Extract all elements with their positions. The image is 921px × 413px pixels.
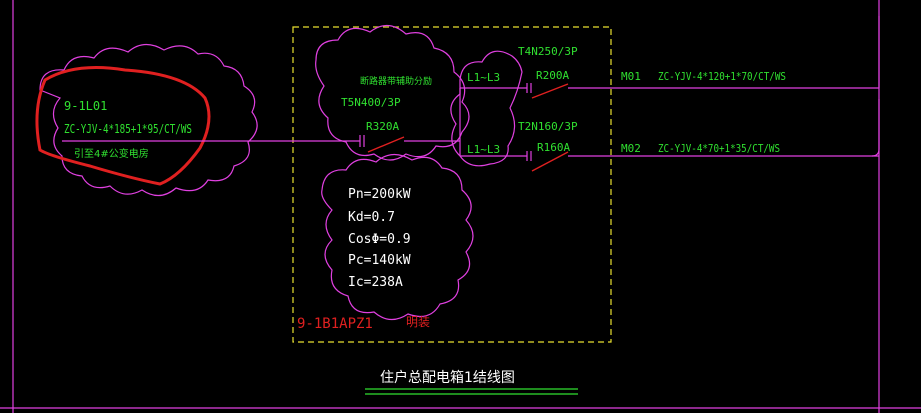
branch-1-rating: R200A — [536, 69, 569, 82]
incoming-cable: ZC-YJV-4*185+1*95/CT/WS — [64, 122, 192, 136]
param-kd: Kd=0.7 — [348, 210, 395, 225]
param-cosphi: CosΦ=0.9 — [348, 232, 411, 247]
phase-label-top: L1~L3 — [467, 71, 500, 84]
branch-1-circuit: M01 — [621, 70, 641, 83]
revision-cloud-incoming — [39, 43, 258, 197]
revision-cloud-params — [321, 153, 474, 321]
branch-2-rating: R160A — [537, 141, 570, 154]
incoming-source: 引至4#公变电房 — [74, 147, 149, 160]
red-markup-circle — [35, 66, 211, 186]
revision-cloud-breaker — [315, 24, 470, 161]
phase-label-bottom: L1~L3 — [467, 143, 500, 156]
revision-cloud-outgoing — [450, 50, 523, 167]
distribution-box-outline — [292, 26, 612, 343]
main-breaker-label: 断路器带辅助分励 — [360, 75, 432, 87]
branch-2-model: T2N160/3P — [518, 120, 578, 133]
branch-2-blade — [531, 151, 569, 172]
param-pc: Pc=140kW — [348, 253, 411, 268]
branch-2-circuit: M02 — [621, 142, 641, 155]
main-breaker-rating: R320A — [366, 120, 399, 133]
main-breaker-model: T5N400/3P — [341, 96, 401, 109]
branch-1-blade — [531, 83, 569, 99]
branch-1-cable: ZC-YJV-4*120+1*70/CT/WS — [658, 70, 786, 83]
param-ic: Ic=238A — [348, 275, 403, 290]
box-mount: 明装 — [406, 315, 430, 329]
branch-1-model: T4N250/3P — [518, 45, 578, 58]
branch-2-cable: ZC-YJV-4*70+1*35/CT/WS — [658, 142, 780, 155]
incoming-id: 9-1L01 — [64, 99, 107, 113]
diagram-title: 住户总配电箱1结线图 — [380, 369, 515, 386]
branch-2-return — [871, 99, 880, 157]
box-id: 9-1B1APZ1 — [297, 316, 373, 332]
param-pn: Pn=200kW — [348, 187, 411, 202]
main-breaker-blade — [367, 136, 405, 153]
